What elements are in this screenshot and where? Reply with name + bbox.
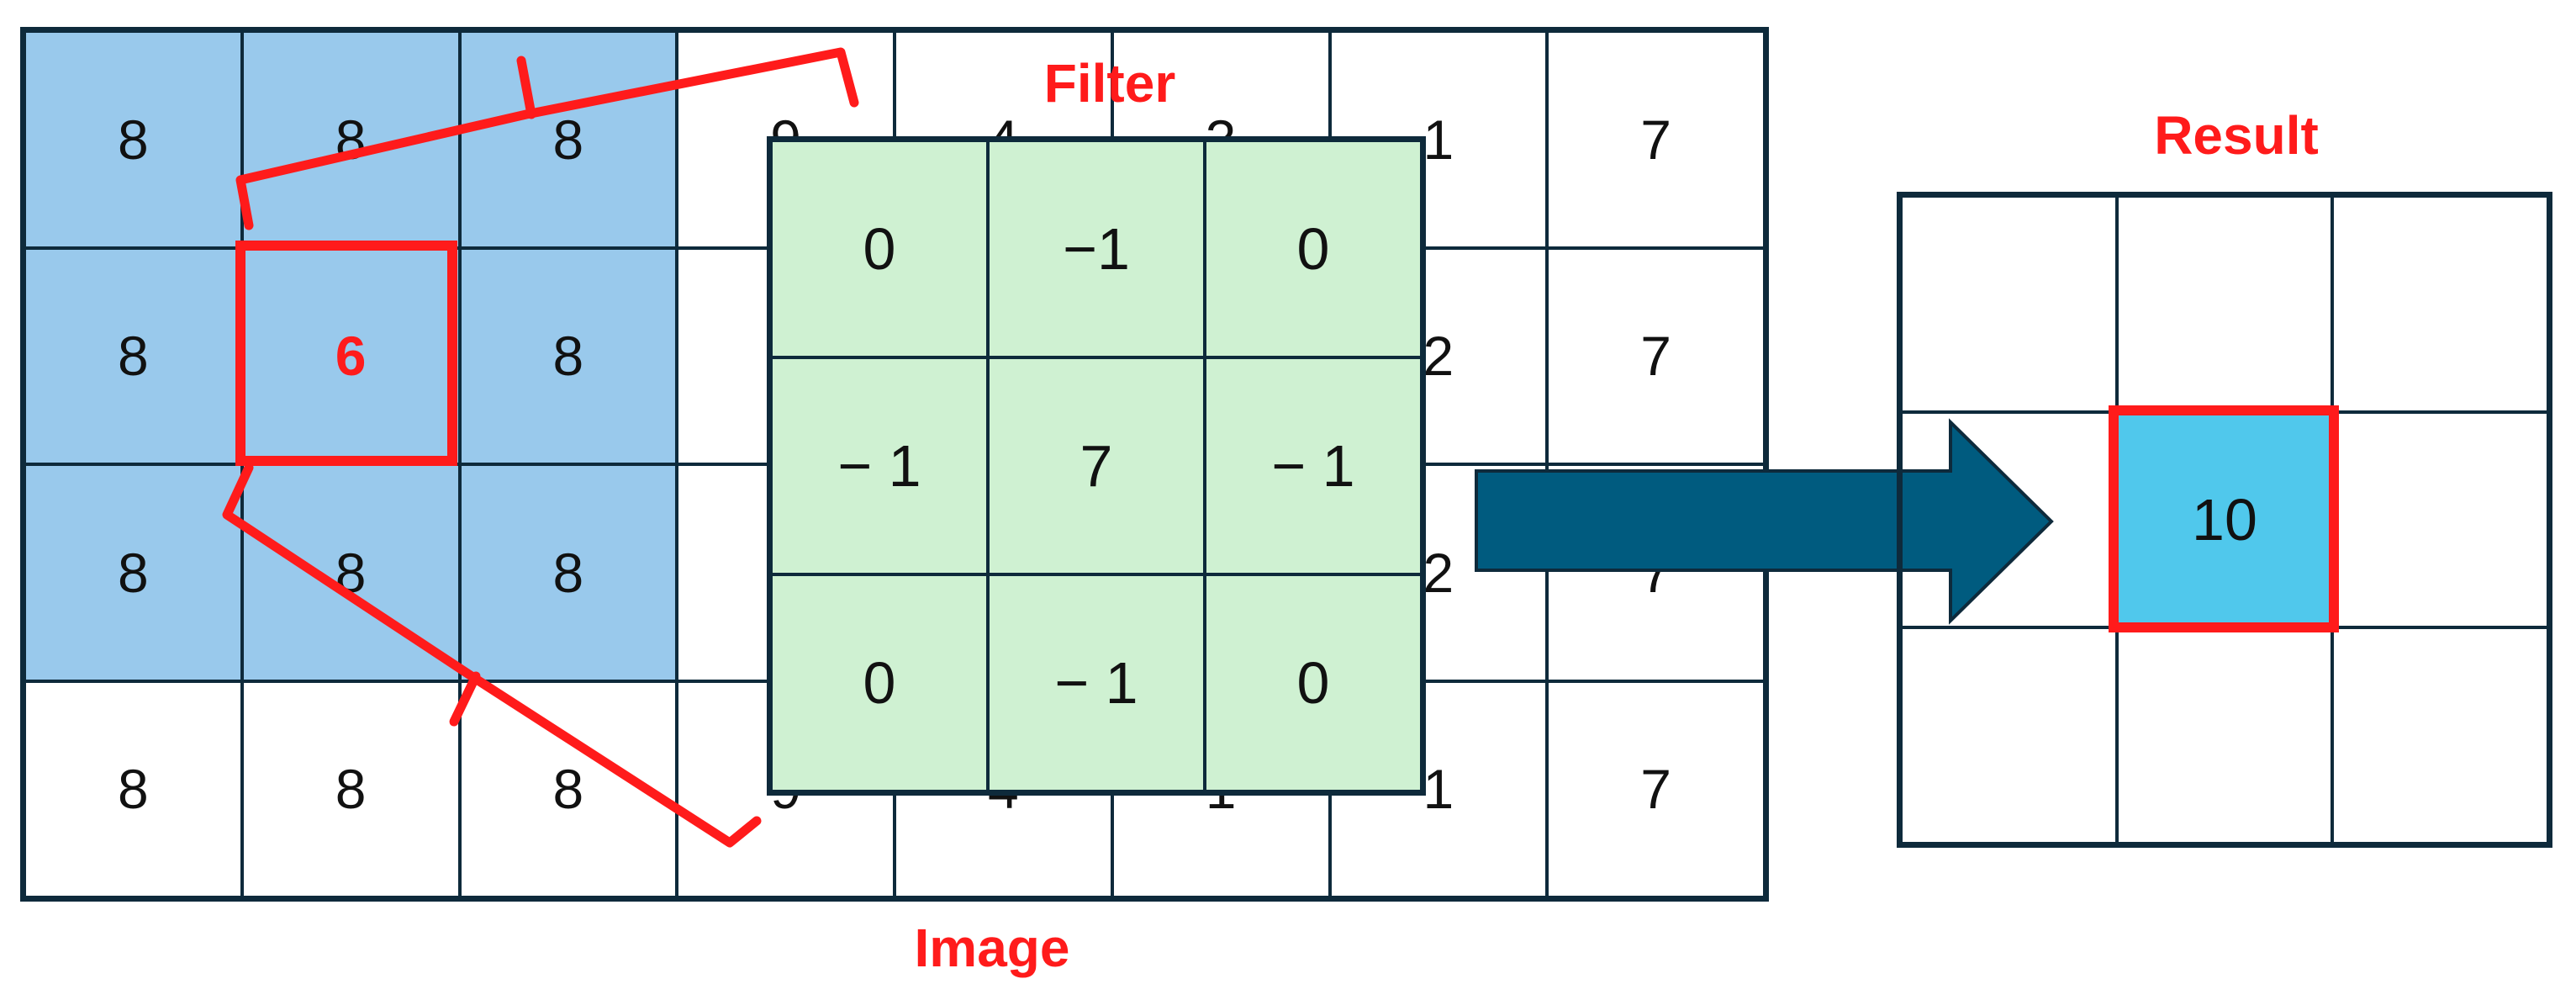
image-cell-r2-c1: 8 [241, 464, 460, 681]
filter-cell-r0-c1: −1 [988, 140, 1205, 357]
filter-cell-r2-c2: 0 [1205, 574, 1422, 791]
image-cell-r1-c1: 6 [241, 247, 460, 464]
image-cell-r1-c0: 8 [24, 247, 242, 464]
result-cell-r0-c2 [2332, 196, 2548, 412]
result-label: Result [2154, 105, 2319, 166]
image-cell-r2-c0: 8 [24, 464, 242, 681]
result-cell-r1-c2 [2332, 411, 2548, 628]
image-cell-r3-c1: 8 [241, 680, 460, 897]
image-cell-r3-c0: 8 [24, 680, 242, 897]
filter-cell-r0-c2: 0 [1205, 140, 1422, 357]
image-cell-r3-c6: 1 [1329, 680, 1548, 897]
image-cell-r0-c2: 8 [459, 31, 678, 248]
result-cell-r2-c2 [2332, 627, 2548, 844]
result-cell-r0-c0 [1901, 196, 2117, 412]
image-cell-r1-c7: 7 [1547, 247, 1765, 464]
result-cell-r1-c1: 10 [2116, 411, 2333, 628]
filter-cell-r1-c1: 7 [988, 357, 1205, 574]
filter-cell-r2-c1: − 1 [988, 574, 1205, 791]
result-cell-r1-c0 [1901, 411, 2117, 628]
image-cell-r3-c7: 7 [1547, 680, 1765, 897]
image-cell-r0-c0: 8 [24, 31, 242, 248]
filter-cell-r1-c2: − 1 [1205, 357, 1422, 574]
image-cell-r3-c2: 8 [459, 680, 678, 897]
result-cell-r0-c1 [2116, 196, 2333, 412]
image-label: Image [914, 918, 1070, 978]
image-cell-r2-c2: 8 [459, 464, 678, 681]
filter-cell-r1-c0: − 1 [771, 357, 988, 574]
filter-label: Filter [1043, 53, 1176, 114]
result-cell-r2-c0 [1901, 627, 2117, 844]
result-grid: 10 [1897, 192, 2552, 848]
image-cell-r0-c7: 7 [1547, 31, 1765, 248]
image-cell-r2-c7: 7 [1547, 464, 1765, 681]
image-cell-r0-c1: 8 [241, 31, 460, 248]
filter-cell-r0-c0: 0 [771, 140, 988, 357]
result-cell-r2-c1 [2116, 627, 2333, 844]
filter-cell-r2-c0: 0 [771, 574, 988, 791]
image-cell-r1-c2: 8 [459, 247, 678, 464]
